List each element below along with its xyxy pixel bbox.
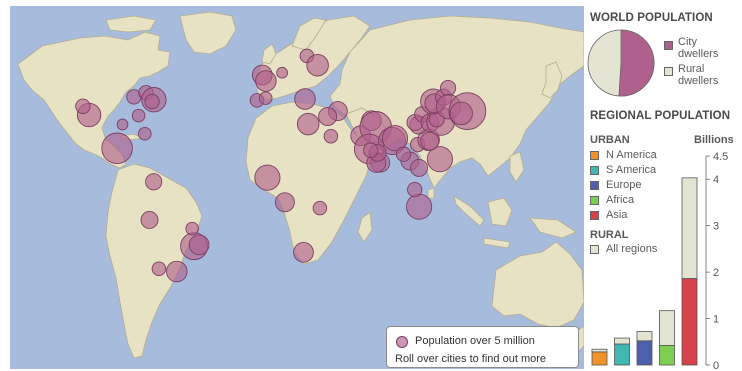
region-swatch bbox=[590, 181, 599, 190]
city-marker[interactable] bbox=[116, 118, 129, 131]
city-marker[interactable] bbox=[185, 221, 199, 236]
land-new-guinea bbox=[529, 217, 577, 239]
city-marker[interactable] bbox=[138, 126, 152, 141]
bar-rural-segment[interactable] bbox=[614, 337, 630, 345]
region-label: S America bbox=[606, 164, 657, 176]
region-label: Africa bbox=[606, 194, 635, 206]
land-uk bbox=[261, 43, 277, 65]
land-australia bbox=[491, 241, 584, 329]
city-marker[interactable] bbox=[381, 125, 409, 152]
bar-urban-segment[interactable] bbox=[591, 351, 608, 366]
city-marker[interactable] bbox=[151, 261, 167, 276]
city-marker[interactable] bbox=[166, 260, 188, 283]
city-marker[interactable] bbox=[410, 158, 428, 177]
city-marker[interactable] bbox=[276, 66, 288, 79]
world-population-title: WORLD POPULATION bbox=[590, 12, 713, 24]
land-japan bbox=[541, 61, 563, 99]
pie-slice-city[interactable] bbox=[618, 29, 655, 97]
world-population-pie[interactable] bbox=[586, 28, 656, 98]
city-marker[interactable] bbox=[145, 173, 163, 191]
city-marker[interactable] bbox=[293, 241, 314, 263]
city-dwellers-swatch bbox=[664, 41, 673, 50]
city-marker[interactable] bbox=[406, 193, 433, 220]
bar-urban-segment[interactable] bbox=[681, 278, 698, 366]
city-marker[interactable] bbox=[312, 200, 328, 216]
region-swatch bbox=[590, 211, 599, 220]
land-madagascar bbox=[357, 211, 373, 243]
bar-rural-segment[interactable] bbox=[659, 310, 675, 346]
land-north-america bbox=[17, 31, 171, 169]
city-marker[interactable] bbox=[254, 164, 281, 191]
y-tick-label: 4.5 bbox=[713, 151, 728, 163]
bar-rural-segment[interactable] bbox=[681, 177, 698, 280]
city-marker[interactable] bbox=[274, 192, 295, 213]
city-marker[interactable] bbox=[323, 128, 339, 144]
land-canada-islands bbox=[105, 15, 157, 33]
bar-urban-segment[interactable] bbox=[614, 343, 630, 366]
region-swatch bbox=[590, 151, 599, 160]
units-label: Billions bbox=[694, 134, 734, 146]
land-philippines bbox=[509, 151, 525, 183]
land-java bbox=[483, 237, 511, 249]
region-swatch bbox=[590, 196, 599, 205]
population-legend-label: Population over 5 million bbox=[415, 335, 535, 347]
rollover-hint: Roll over cities to find out more bbox=[395, 353, 547, 365]
city-marker[interactable] bbox=[294, 88, 316, 110]
city-dwellers-label: City dwellers bbox=[678, 36, 719, 60]
regional-population-title: REGIONAL POPULATION bbox=[590, 110, 731, 122]
y-tick-label: 4 bbox=[713, 174, 719, 186]
region-swatch bbox=[590, 166, 599, 175]
city-marker[interactable] bbox=[363, 142, 379, 158]
map-canvas[interactable] bbox=[10, 6, 584, 369]
world-map[interactable]: Population over 5 million Roll over citi… bbox=[10, 6, 584, 369]
city-marker[interactable] bbox=[420, 131, 440, 151]
bar-rural-segment[interactable] bbox=[591, 348, 608, 353]
land-sri-lanka bbox=[427, 187, 435, 199]
y-tick-label: 3 bbox=[713, 221, 719, 233]
city-marker[interactable] bbox=[101, 132, 133, 165]
land-borneo bbox=[487, 197, 513, 227]
rural-all-regions-label: All regions bbox=[606, 243, 658, 255]
city-marker[interactable] bbox=[306, 53, 329, 77]
rural-all-regions-swatch bbox=[590, 245, 599, 254]
city-marker[interactable] bbox=[407, 181, 423, 198]
city-marker[interactable] bbox=[75, 98, 91, 114]
y-tick-label: 2 bbox=[713, 267, 719, 279]
city-marker[interactable] bbox=[318, 107, 338, 127]
city-marker[interactable] bbox=[255, 70, 277, 92]
region-label: Asia bbox=[606, 209, 628, 221]
regional-population-chart: 0 1 2 3 4 4.5 bbox=[591, 151, 728, 371]
bar-urban-segment[interactable] bbox=[659, 345, 675, 366]
bar-urban-segment[interactable] bbox=[636, 340, 653, 366]
city-marker-icon bbox=[396, 336, 408, 348]
land-greenland bbox=[179, 11, 237, 55]
land-sumatra bbox=[453, 195, 485, 227]
city-marker[interactable] bbox=[140, 210, 159, 229]
city-layer[interactable] bbox=[75, 48, 487, 283]
city-marker[interactable] bbox=[296, 112, 320, 136]
city-marker[interactable] bbox=[258, 91, 273, 105]
region-label: Europe bbox=[606, 179, 642, 191]
city-marker[interactable] bbox=[131, 108, 146, 123]
map-legend: Population over 5 million Roll over citi… bbox=[386, 326, 579, 368]
rural-heading: RURAL bbox=[590, 229, 629, 241]
rural-dwellers-swatch bbox=[664, 67, 673, 76]
urban-heading: URBAN bbox=[590, 134, 630, 146]
region-label: N America bbox=[606, 149, 657, 161]
city-marker[interactable] bbox=[188, 234, 210, 256]
city-marker[interactable] bbox=[426, 146, 453, 173]
y-tick-label: 0 bbox=[713, 360, 719, 371]
city-marker[interactable] bbox=[144, 93, 160, 110]
land-south-america bbox=[105, 163, 203, 359]
y-tick-label: 1 bbox=[713, 314, 719, 326]
rural-dwellers-label: Rural dwellers bbox=[678, 63, 719, 87]
city-marker[interactable] bbox=[449, 101, 473, 126]
side-panel: WORLD POPULATION City dwellers Rural dwe… bbox=[584, 0, 742, 371]
bar-rural-segment[interactable] bbox=[636, 331, 653, 342]
city-marker[interactable] bbox=[395, 146, 412, 162]
city-marker[interactable] bbox=[440, 79, 457, 97]
